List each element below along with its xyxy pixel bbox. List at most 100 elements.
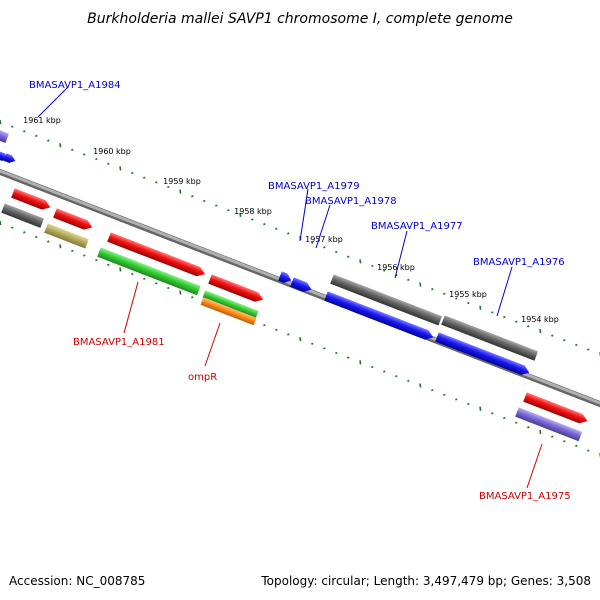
ruler-minor-tick — [11, 125, 14, 128]
ruler-major-tick — [359, 360, 362, 365]
ruler-minor-tick — [191, 296, 194, 299]
ruler-minor-tick — [155, 282, 158, 285]
feature-a1977-gray[interactable] — [330, 274, 442, 326]
ruler-minor-tick — [467, 301, 470, 305]
ruler-minor-tick — [263, 324, 266, 327]
features — [0, 129, 589, 442]
ruler-label: 1957 kbp — [305, 235, 343, 244]
gene-label-a1977[interactable]: BMASAVP1_A1977 — [371, 221, 463, 232]
feature-a1976-gray[interactable] — [441, 315, 539, 361]
ruler-major-tick — [479, 305, 482, 310]
feature-red-3[interactable] — [107, 232, 207, 278]
ruler-minor-tick — [95, 259, 98, 262]
feature-ompr-orange[interactable] — [200, 297, 257, 326]
ruler-minor-tick — [287, 232, 290, 235]
feature-olive-1[interactable] — [44, 223, 89, 249]
gene-label-a1984[interactable]: BMASAVP1_A1984 — [29, 80, 121, 91]
ruler-label: 1955 kbp — [449, 290, 487, 299]
ruler-major-tick — [0, 220, 2, 226]
feature-gray-1[interactable] — [1, 203, 44, 228]
ruler-minor-tick — [143, 277, 146, 280]
feature-red-5[interactable] — [523, 392, 589, 426]
gene-label-a1975[interactable]: BMASAVP1_A1975 — [479, 491, 571, 502]
feature-a1977[interactable] — [324, 291, 435, 342]
ruler-minor-tick — [131, 272, 134, 276]
ruler-minor-tick — [251, 218, 254, 221]
gene-labels: BMASAVP1_A1984 BMASAVP1_A1979 BMASAVP1_A… — [29, 80, 571, 502]
ruler-label: 1958 kbp — [234, 207, 272, 216]
feature-red-2[interactable] — [53, 208, 94, 232]
ruler-major-tick — [119, 267, 122, 272]
ruler-major-tick — [419, 282, 422, 287]
ruler-minor-tick — [47, 240, 50, 243]
ruler-minor-tick — [275, 328, 278, 331]
leader-line — [299, 188, 309, 242]
ruler-major-tick — [179, 290, 182, 295]
leader-line — [526, 443, 543, 489]
ruler-minor-tick — [11, 226, 14, 229]
ruler-minor-tick — [311, 342, 314, 345]
ruler-major-tick — [539, 429, 542, 435]
leader-line — [496, 266, 513, 317]
ruler-minor-tick — [335, 250, 338, 254]
ruler-major-tick — [59, 244, 62, 249]
ruler-minor-tick — [431, 288, 434, 291]
gene-label-a1981[interactable]: BMASAVP1_A1981 — [73, 337, 165, 348]
ruler-minor-tick — [203, 199, 206, 203]
ruler-minor-tick — [371, 365, 374, 369]
ruler-minor-tick — [443, 292, 446, 295]
ruler-minor-tick — [167, 286, 170, 290]
feature-a1978[interactable] — [290, 277, 313, 294]
ruler-minor-tick — [407, 278, 410, 282]
ruler-label: 1956 kbp — [377, 263, 415, 272]
feature-a1975[interactable] — [515, 407, 583, 442]
feature-red-4[interactable] — [208, 274, 265, 304]
ruler-minor-tick — [455, 297, 458, 300]
ruler-label: 1960 kbp — [93, 147, 131, 156]
ruler-minor-tick — [227, 209, 230, 212]
feature-ompr-green[interactable] — [202, 290, 259, 319]
ruler-minor-tick — [23, 130, 26, 133]
gene-label-a1978[interactable]: BMASAVP1_A1978 — [305, 196, 397, 207]
ruler-minor-tick — [107, 263, 110, 266]
ruler-major-tick — [59, 143, 62, 148]
ruler-minor-tick — [551, 334, 554, 337]
ruler-minor-tick — [443, 393, 446, 396]
ruler-minor-tick — [467, 402, 470, 406]
feature-small-blue-2[interactable] — [3, 153, 17, 164]
feature-red-1[interactable] — [11, 188, 52, 212]
ruler-minor-tick — [71, 249, 74, 253]
ruler-minor-tick — [503, 315, 506, 319]
map-title: Burkholderia mallei SAVP1 chromosome I, … — [87, 11, 513, 27]
ruler-label: 1961 kbp — [23, 116, 61, 125]
ruler-minor-tick — [335, 351, 338, 355]
ruler-minor-tick — [191, 195, 194, 198]
feature-a1979[interactable] — [278, 271, 293, 285]
ruler-minor-tick — [563, 339, 566, 342]
gene-label-a1979[interactable]: BMASAVP1_A1979 — [268, 181, 360, 192]
ruler-major-tick — [179, 189, 182, 194]
ruler-major-tick — [539, 328, 542, 334]
ruler-minor-tick — [323, 347, 326, 350]
feature-a1976[interactable] — [435, 332, 531, 377]
ruler-minor-tick — [155, 181, 158, 184]
feature-a1984-fragment[interactable] — [0, 129, 9, 143]
gene-label-ompr[interactable]: ompR — [188, 372, 217, 383]
ruler-minor-tick — [395, 375, 398, 378]
ruler-minor-tick — [311, 241, 314, 244]
ruler-minor-tick — [47, 139, 50, 142]
feature-a1981[interactable] — [97, 247, 201, 296]
ruler-minor-tick — [23, 231, 26, 234]
tick-rows — [0, 119, 600, 458]
leader-line — [394, 230, 408, 279]
ruler-minor-tick — [563, 440, 566, 443]
ruler-minor-tick — [575, 343, 578, 347]
gene-label-a1976[interactable]: BMASAVP1_A1976 — [473, 257, 565, 268]
ruler-minor-tick — [83, 254, 86, 257]
ruler-minor-tick — [107, 162, 110, 165]
ruler-minor-tick — [167, 185, 170, 189]
ruler-major-tick — [0, 119, 2, 125]
topology-summary: Topology: circular; Length: 3,497,479 bp… — [260, 574, 591, 588]
ruler-major-tick — [359, 259, 362, 264]
